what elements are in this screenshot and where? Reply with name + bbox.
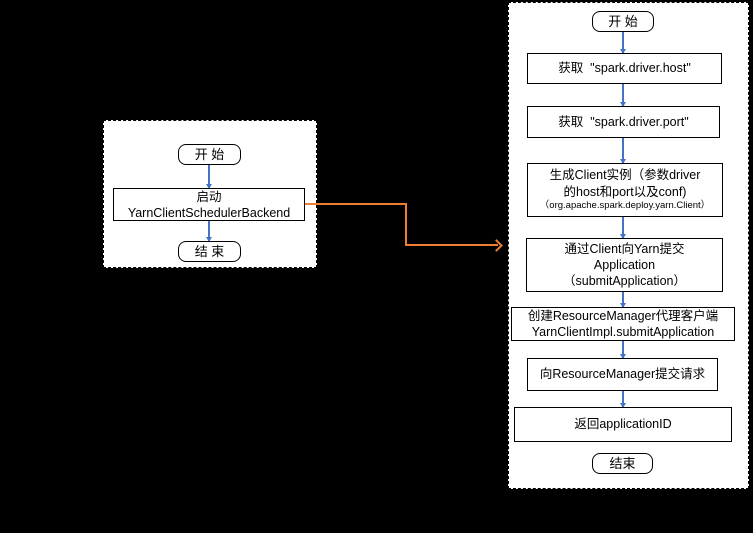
orange-connector-segment-3 bbox=[405, 244, 498, 246]
right-arrow-3 bbox=[622, 138, 624, 163]
get-driver-port-node: 获取 "spark.driver.port" bbox=[527, 106, 720, 138]
create-rm-proxy-node: 创建ResourceManager代理客户端 YarnClientImpl.su… bbox=[511, 307, 735, 341]
generate-client-line3: （org.apache.spark.deploy.yarn.Client） bbox=[539, 199, 711, 211]
left-launch-node: 启动 YarnClientSchedulerBackend bbox=[113, 188, 305, 221]
right-arrow-2 bbox=[622, 84, 624, 106]
right-arrow-5 bbox=[622, 292, 624, 307]
submit-application-node: 通过Client向Yarn提交 Application （submitAppli… bbox=[526, 238, 723, 292]
submit-application-line1: 通过Client向Yarn提交 bbox=[564, 241, 685, 256]
right-arrow-1 bbox=[622, 32, 624, 53]
right-arrow-7 bbox=[622, 391, 624, 407]
get-driver-host-label: 获取 "spark.driver.host" bbox=[558, 61, 691, 76]
right-start-label: 开 始 bbox=[608, 13, 638, 29]
right-arrow-6 bbox=[622, 341, 624, 358]
orange-connector-segment-2 bbox=[405, 203, 407, 246]
left-arrow-launch-to-end bbox=[208, 221, 210, 241]
generate-client-node: 生成Client实例（参数driver 的host和port以及conf) （o… bbox=[527, 163, 723, 217]
left-arrow-start-to-launch bbox=[208, 165, 210, 188]
right-start-node: 开 始 bbox=[592, 11, 654, 32]
orange-connector-arrowhead-icon bbox=[490, 239, 503, 252]
return-application-id-label: 返回applicationID bbox=[574, 417, 672, 432]
generate-client-line1: 生成Client实例（参数driver bbox=[549, 168, 701, 183]
orange-connector-segment-1 bbox=[305, 203, 407, 205]
create-rm-proxy-line1: 创建ResourceManager代理客户端 bbox=[527, 309, 719, 323]
get-driver-host-node: 获取 "spark.driver.host" bbox=[527, 53, 722, 84]
submit-request-label: 向ResourceManager提交请求 bbox=[539, 367, 706, 382]
right-arrow-4 bbox=[622, 217, 624, 238]
left-launch-line2: YarnClientSchedulerBackend bbox=[127, 205, 291, 220]
left-end-node: 结 束 bbox=[178, 241, 241, 262]
get-driver-port-label: 获取 "spark.driver.port" bbox=[558, 114, 689, 129]
submit-application-line2: Application bbox=[593, 257, 656, 272]
left-launch-line1: 启动 bbox=[196, 189, 222, 204]
left-end-label: 结 束 bbox=[194, 243, 225, 259]
create-rm-proxy-line2: YarnClientImpl.submitApplication bbox=[531, 325, 715, 339]
submit-application-line3: （submitApplication） bbox=[563, 274, 686, 289]
right-end-node: 结束 bbox=[592, 453, 653, 474]
left-start-node: 开 始 bbox=[178, 144, 241, 165]
right-end-label: 结束 bbox=[609, 455, 636, 471]
submit-request-node: 向ResourceManager提交请求 bbox=[527, 358, 718, 391]
left-start-label: 开 始 bbox=[194, 146, 225, 162]
return-application-id-node: 返回applicationID bbox=[514, 407, 732, 442]
generate-client-line2: 的host和port以及conf) bbox=[563, 184, 687, 199]
